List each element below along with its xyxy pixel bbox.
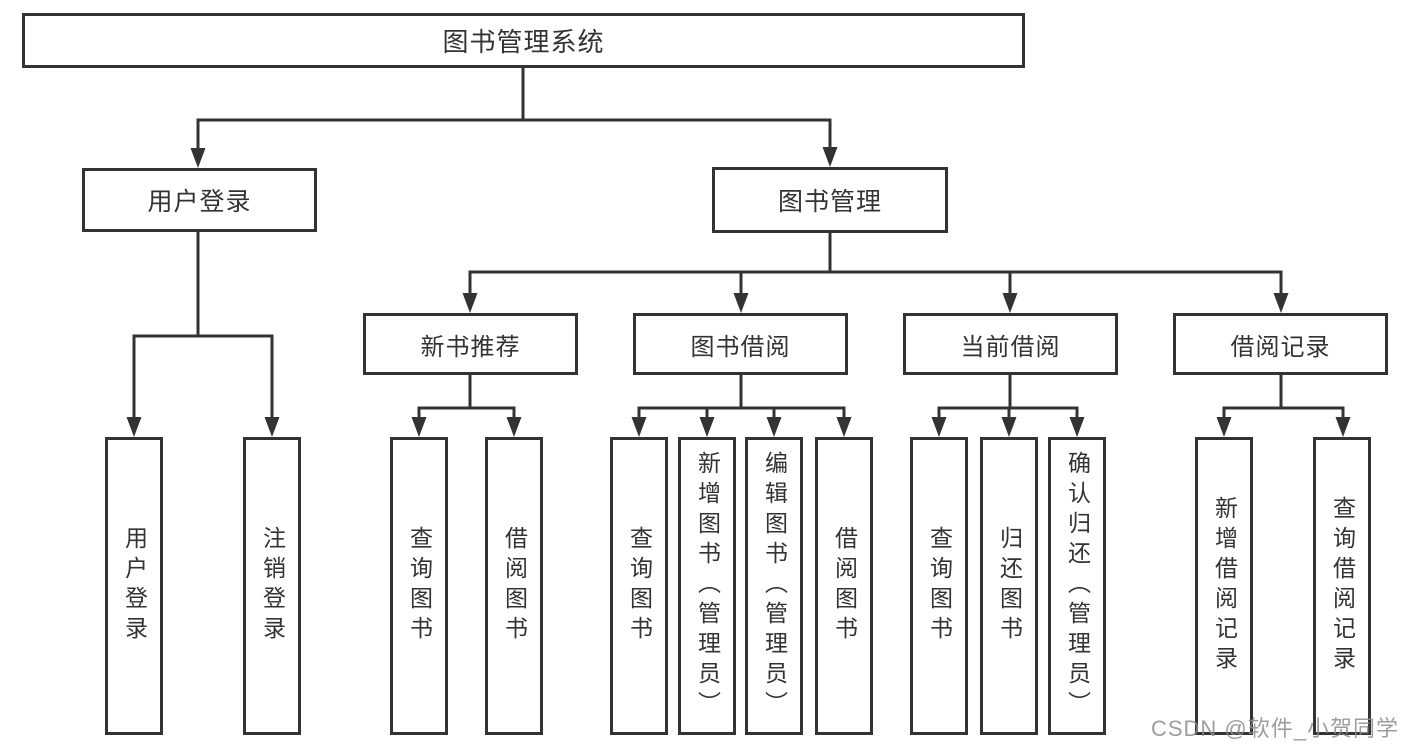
connector-borrow-records (1216, 373, 1351, 437)
leaf-new-books-query-label: 查询图书 (406, 526, 433, 646)
leaf-current-confirm-admin: 确认归还（管理员） (1048, 437, 1106, 735)
leaf-records-query-label: 查询借阅记录 (1329, 496, 1356, 676)
connector-root (190, 66, 838, 168)
leaf-records-add-label: 新增借阅记录 (1211, 496, 1238, 676)
node-new-books: 新书推荐 (363, 313, 578, 375)
leaf-borrow-query-label: 查询图书 (626, 526, 653, 646)
leaf-logout-label: 注销登录 (259, 526, 286, 646)
leaf-new-books-query: 查询图书 (390, 437, 448, 735)
node-current-borrow: 当前借阅 (903, 313, 1118, 375)
leaf-current-query: 查询图书 (910, 437, 968, 735)
node-user-login: 用户登录 (82, 168, 317, 232)
connector-book-mgmt (462, 231, 1289, 313)
leaf-current-return-label: 归还图书 (996, 526, 1023, 646)
connector-book-borrow (631, 373, 852, 437)
leaf-borrow-edit-admin: 编辑图书（管理员） (745, 437, 803, 735)
node-root: 图书管理系统 (22, 13, 1025, 68)
node-user-login-label: 用户登录 (147, 188, 252, 216)
leaf-borrow-edit-admin-label: 编辑图书（管理员） (761, 451, 788, 721)
csdn-watermark: CSDN @软件_小贺同学 (1150, 716, 1399, 741)
leaf-current-confirm-admin-label: 确认归还（管理员） (1064, 451, 1091, 721)
leaf-borrow-book: 借阅图书 (815, 437, 873, 735)
leaf-borrow-book-label: 借阅图书 (831, 526, 858, 646)
leaf-borrow-query: 查询图书 (610, 437, 668, 735)
leaf-logout: 注销登录 (243, 437, 301, 735)
leaf-borrow-add-admin-label: 新增图书（管理员） (694, 451, 721, 721)
node-book-borrow: 图书借阅 (633, 313, 848, 375)
node-new-books-label: 新书推荐 (420, 333, 521, 361)
leaf-current-query-label: 查询图书 (926, 526, 953, 646)
leaf-records-query: 查询借阅记录 (1313, 437, 1371, 735)
node-book-mgmt-label: 图书管理 (777, 188, 882, 216)
leaf-user-login: 用户登录 (105, 437, 163, 735)
connector-new-books (411, 373, 522, 437)
node-borrow-records-label: 借阅记录 (1230, 333, 1331, 361)
connector-user-login (126, 230, 280, 437)
leaf-borrow-add-admin: 新增图书（管理员） (678, 437, 736, 735)
leaf-new-books-borrow: 借阅图书 (485, 437, 543, 735)
leaf-user-login-label: 用户登录 (121, 526, 148, 646)
node-borrow-records: 借阅记录 (1173, 313, 1388, 375)
node-book-mgmt: 图书管理 (712, 167, 948, 233)
leaf-records-add: 新增借阅记录 (1195, 437, 1253, 735)
node-root-label: 图书管理系统 (442, 27, 605, 57)
leaf-new-books-borrow-label: 借阅图书 (501, 526, 528, 646)
connector-current-borrow (931, 373, 1085, 437)
leaf-current-return: 归还图书 (980, 437, 1038, 735)
node-book-borrow-label: 图书借阅 (690, 333, 791, 361)
node-current-borrow-label: 当前借阅 (960, 333, 1061, 361)
